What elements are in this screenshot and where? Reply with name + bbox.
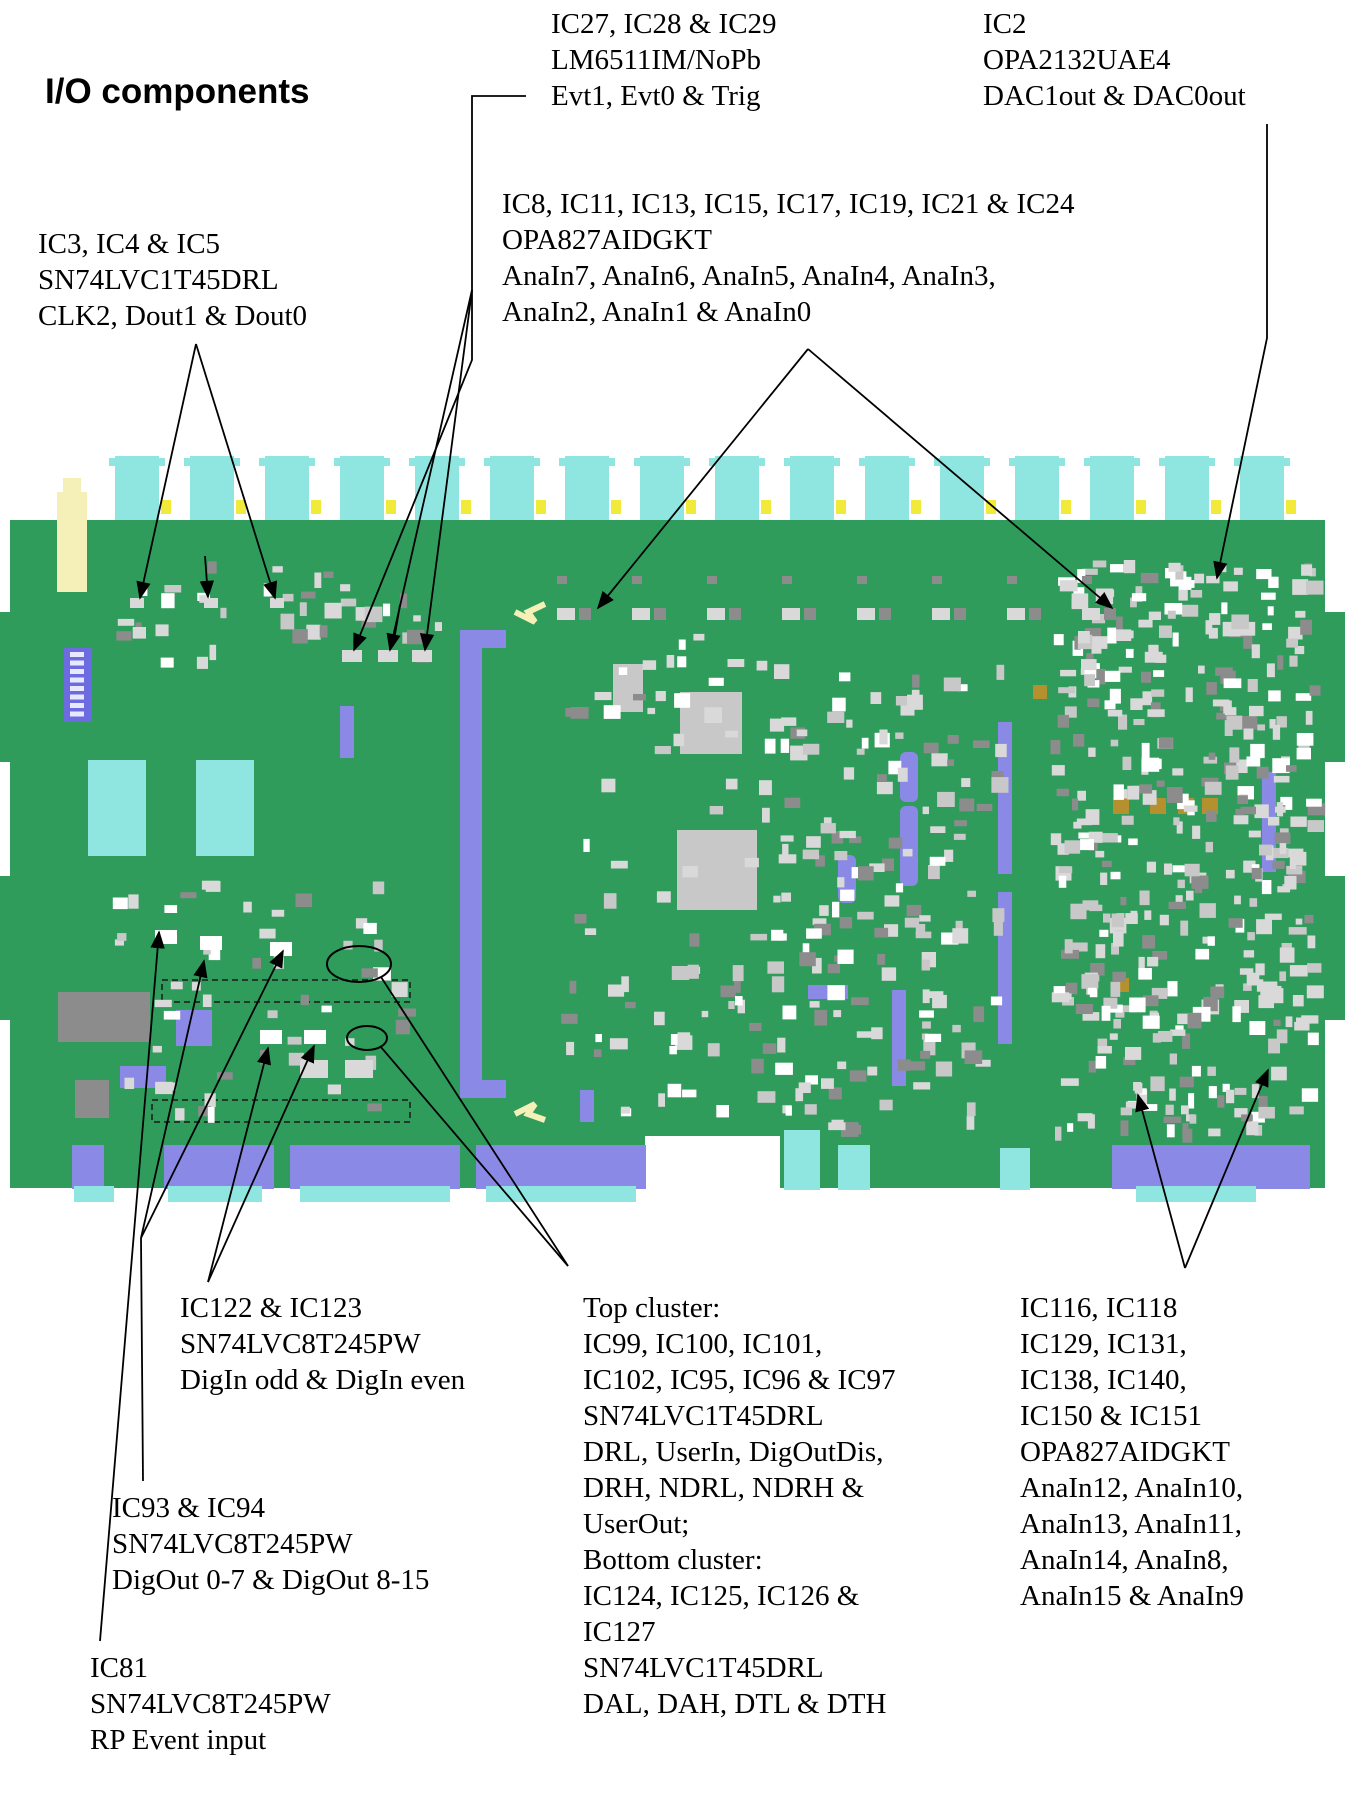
callout-line: DAL, DAH, DTL & DTH [583, 1688, 887, 1720]
callout-line: IC102, IC95, IC96 & IC97 [583, 1364, 896, 1396]
dsub-connector-4 [476, 1145, 646, 1189]
callout-ic81: IC81 SN74LVC8T245PW RP Event input [90, 1650, 331, 1758]
top-cluster-ellipse [326, 945, 392, 983]
callout-line: CLK2, Dout1 & Dout0 [38, 300, 308, 332]
callout-line: Top cluster: [583, 1292, 721, 1324]
callout-line: IC8, IC11, IC13, IC15, IC17, IC19, IC21 … [502, 188, 1075, 220]
callout-line: SN74LVC1T45DRL [38, 264, 279, 296]
callout-line: Bottom cluster: [583, 1544, 763, 1576]
callout-ic27-ic28-ic29: IC27, IC28 & IC29 LM6511IM/NoPb Evt1, Ev… [551, 6, 777, 114]
module-slot [460, 630, 482, 1098]
callout-line: DigIn odd & DigIn even [180, 1364, 466, 1396]
power-jack [57, 492, 87, 592]
callout-line: IC3, IC4 & IC5 [38, 228, 221, 260]
callout-ic2: IC2 OPA2132UAE4 DAC1out & DAC0out [983, 6, 1246, 114]
callout-line: AnaIn2, AnaIn1 & AnaIn0 [502, 296, 812, 328]
dsub-connector-2 [164, 1145, 274, 1189]
callout-ic8-group: IC8, IC11, IC13, IC15, IC17, IC19, IC21 … [502, 186, 1074, 330]
dsub-connector-3 [290, 1145, 460, 1189]
dsub-connector-5 [1112, 1145, 1310, 1189]
header-connector-4 [892, 990, 906, 1086]
callout-line: DAC1out & DAC0out [983, 80, 1246, 112]
callout-line: UserOut; [583, 1508, 690, 1540]
callout-line: AnaIn15 & AnaIn9 [1020, 1580, 1244, 1612]
chip-gray-left [58, 992, 150, 1042]
pcb-notch [645, 1136, 780, 1192]
callout-line: SN74LVC8T245PW [112, 1528, 353, 1560]
callout-line: IC116, IC118 [1020, 1292, 1178, 1324]
callout-line: IC124, IC125, IC126 & [583, 1580, 860, 1612]
dip-switch [64, 648, 92, 722]
callout-line: IC27, IC28 & IC29 [551, 8, 777, 40]
callout-line: AnaIn7, AnaIn6, AnaIn5, AnaIn4, AnaIn3, [502, 260, 996, 292]
header-connector-1 [998, 722, 1012, 874]
callout-line: SN74LVC1T45DRL [583, 1400, 824, 1432]
callout-line: DRH, NDRL, NDRH & [583, 1472, 865, 1504]
callout-line: IC99, IC100, IC101, [583, 1328, 823, 1360]
callout-line: SN74LVC8T245PW [180, 1328, 421, 1360]
callout-line: IC122 & IC123 [180, 1292, 363, 1324]
relay-left [88, 760, 146, 856]
callout-line: OPA827AIDGKT [1020, 1436, 1230, 1468]
callout-line: IC150 & IC151 [1020, 1400, 1203, 1432]
callout-line: SN74LVC1T45DRL [583, 1652, 824, 1684]
callout-line: IC93 & IC94 [112, 1492, 266, 1524]
callout-line: AnaIn12, AnaIn10, [1020, 1472, 1244, 1504]
callout-line: IC129, IC131, [1020, 1328, 1187, 1360]
chip-mid-left [613, 664, 643, 712]
callout-line: IC2 [983, 8, 1027, 40]
callout-line: DRL, UserIn, DigOutDis, [583, 1436, 884, 1468]
callout-line: SN74LVC8T245PW [90, 1688, 331, 1720]
callout-line: RP Event input [90, 1724, 267, 1756]
callout-line: DigOut 0-7 & DigOut 8-15 [112, 1564, 430, 1596]
callout-line: OPA827AIDGKT [502, 224, 712, 256]
callout-line: OPA2132UAE4 [983, 44, 1171, 76]
callout-line: LM6511IM/NoPb [551, 44, 761, 76]
callout-line: IC81 [90, 1652, 148, 1684]
relay-right [196, 760, 254, 856]
callout-ic93-ic94: IC93 & IC94 SN74LVC8T245PW DigOut 0-7 & … [112, 1490, 429, 1598]
callout-ic3-ic4-ic5: IC3, IC4 & IC5 SN74LVC1T45DRL CLK2, Dout… [38, 226, 307, 334]
callout-ic116-group: IC116, IC118 IC129, IC131, IC138, IC140,… [1020, 1290, 1244, 1614]
callout-clusters: Top cluster: IC99, IC100, IC101, IC102, … [583, 1290, 896, 1722]
callout-line: AnaIn14, AnaIn8, [1020, 1544, 1229, 1576]
callout-line: IC127 [583, 1616, 656, 1648]
dsub-connector-1 [72, 1145, 104, 1189]
bnc-connector [1165, 456, 1209, 522]
callout-line: AnaIn13, AnaIn11, [1020, 1508, 1243, 1540]
callout-ic122-ic123: IC122 & IC123 SN74LVC8T245PW DigIn odd &… [180, 1290, 465, 1398]
page-title: I/O components [45, 72, 310, 111]
callout-line: Evt1, Evt0 & Trig [551, 80, 761, 112]
callout-line: IC138, IC140, [1020, 1364, 1187, 1396]
